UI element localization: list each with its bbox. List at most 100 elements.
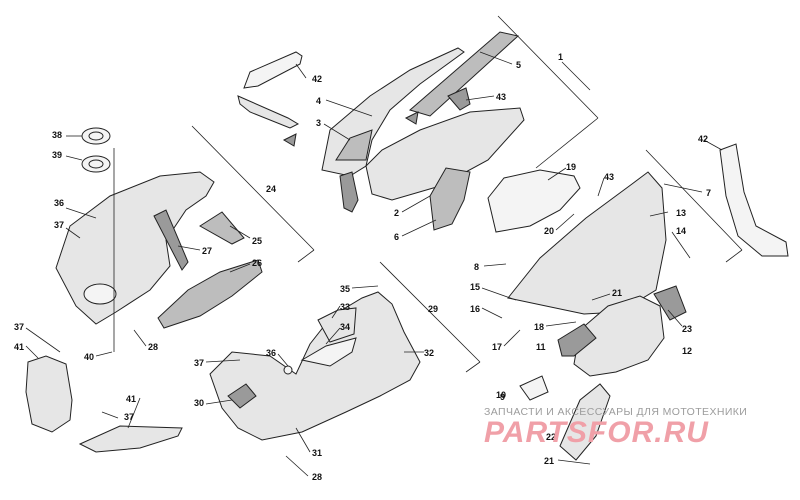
part-arrow-fastener-center (404, 111, 419, 125)
bracket-29-top (379, 261, 481, 363)
leader-26 (229, 263, 251, 273)
leader-21b (557, 459, 591, 465)
leader-18 (545, 321, 577, 327)
callout-29: 29 (428, 304, 438, 314)
callout-15: 15 (470, 282, 480, 292)
part-6-mesh-panel (429, 167, 471, 231)
callout-11: 11 (536, 342, 546, 352)
leader-34 (325, 327, 341, 345)
part-39-seal-ring-inner (88, 159, 104, 169)
callout-16: 16 (470, 304, 480, 314)
part-11-grille (557, 323, 597, 357)
part-36-grommet (283, 365, 293, 375)
leader-20 (555, 213, 575, 231)
leader-39 (65, 155, 83, 161)
callout-28-bottom: 28 (312, 472, 322, 482)
leader-13 (649, 211, 669, 217)
leader-37a (65, 227, 81, 239)
part-41-left-side-panel (25, 355, 73, 433)
leader-27 (177, 245, 201, 251)
callout-2: 2 (394, 208, 399, 218)
part-26-mesh-panel (157, 259, 263, 329)
leader-17 (503, 329, 521, 347)
callout-20: 20 (544, 226, 554, 236)
callout-30: 30 (194, 398, 204, 408)
leader-4 (325, 99, 373, 117)
bracket-24-side (297, 249, 315, 263)
callout-3: 3 (316, 118, 321, 128)
callout-21-lower: 21 (544, 456, 554, 466)
callout-26: 26 (252, 258, 262, 268)
callout-23: 23 (682, 324, 692, 334)
callout-1: 1 (558, 52, 563, 62)
leader-35 (351, 285, 379, 289)
callout-13: 13 (676, 208, 686, 218)
callout-33: 33 (340, 302, 350, 312)
watermark-tagline: ЗАПЧАСТИ И АКСЕССУАРЫ ДЛЯ МОТОТЕХНИКИ (484, 406, 748, 418)
bracket-29-side (465, 361, 481, 373)
callout-9: 9 (500, 392, 505, 402)
leader-8 (483, 263, 507, 267)
part-arrow-fastener-left (282, 133, 297, 147)
callout-14: 14 (676, 226, 686, 236)
leader-37b (25, 327, 61, 353)
leader-37d (101, 411, 119, 419)
callout-28-left: 28 (148, 342, 158, 352)
leader-36b (277, 353, 289, 367)
leader-2 (401, 195, 431, 213)
leader-1 (561, 61, 591, 91)
callout-37-left-upper: 37 (54, 220, 64, 230)
leader-5 (479, 51, 513, 65)
leader-37c (205, 359, 241, 363)
part-hood-side-trim (339, 171, 359, 213)
watermark-logo: PARTSFOR.RU (484, 416, 709, 449)
callout-40: 40 (84, 352, 94, 362)
callout-4: 4 (316, 96, 321, 106)
leader-19 (547, 167, 567, 181)
callout-21-upper: 21 (612, 288, 622, 298)
part-34-liner (300, 337, 357, 367)
leader-36a (65, 207, 97, 219)
callout-38: 38 (52, 130, 62, 140)
part-42-upper-deflector (243, 51, 303, 89)
leader-3 (323, 123, 351, 141)
leader-7 (663, 183, 703, 193)
bracket-1-top (497, 15, 599, 119)
leader-30 (205, 399, 233, 405)
part-27-support-rod (153, 209, 189, 271)
windshield-hood-group (237, 31, 525, 231)
callout-24: 24 (266, 184, 276, 194)
part-22-trim-strip (559, 383, 611, 461)
callout-8: 8 (474, 262, 479, 272)
leader-lines (25, 51, 723, 477)
part-hood-panel (365, 107, 525, 201)
callout-17: 17 (492, 342, 502, 352)
callout-43-center: 43 (496, 92, 506, 102)
callout-34: 34 (340, 322, 350, 332)
callout-labels: 1 2 3 4 5 6 7 8 9 10 11 12 13 14 15 16 1… (14, 52, 711, 482)
part-23-bracket (653, 285, 687, 321)
part-41-lower-bracket (78, 425, 183, 453)
part-19-panel-vent (487, 169, 581, 233)
callout-32: 32 (424, 348, 434, 358)
part-7-side-panel (507, 171, 667, 315)
bracket-24-top (191, 125, 315, 251)
part-25-mesh-panel (199, 211, 245, 245)
callout-39: 39 (52, 150, 62, 160)
leader-41b (127, 397, 141, 429)
bracket-7-top (645, 149, 743, 251)
part-bulkhead-port (83, 283, 117, 305)
callout-36-left: 36 (54, 198, 64, 208)
bracket-7-side (725, 249, 743, 263)
leader-14 (671, 231, 691, 259)
callout-37-left-lower: 37 (14, 322, 24, 332)
callout-25: 25 (252, 236, 262, 246)
callout-31: 31 (312, 448, 322, 458)
part-38-seal-ring-inner (88, 131, 104, 141)
callout-41-left: 41 (14, 342, 24, 352)
leader-15 (481, 287, 517, 301)
leader-40 (95, 351, 113, 357)
callout-42-right: 42 (698, 134, 708, 144)
part-33-insert (317, 307, 357, 343)
